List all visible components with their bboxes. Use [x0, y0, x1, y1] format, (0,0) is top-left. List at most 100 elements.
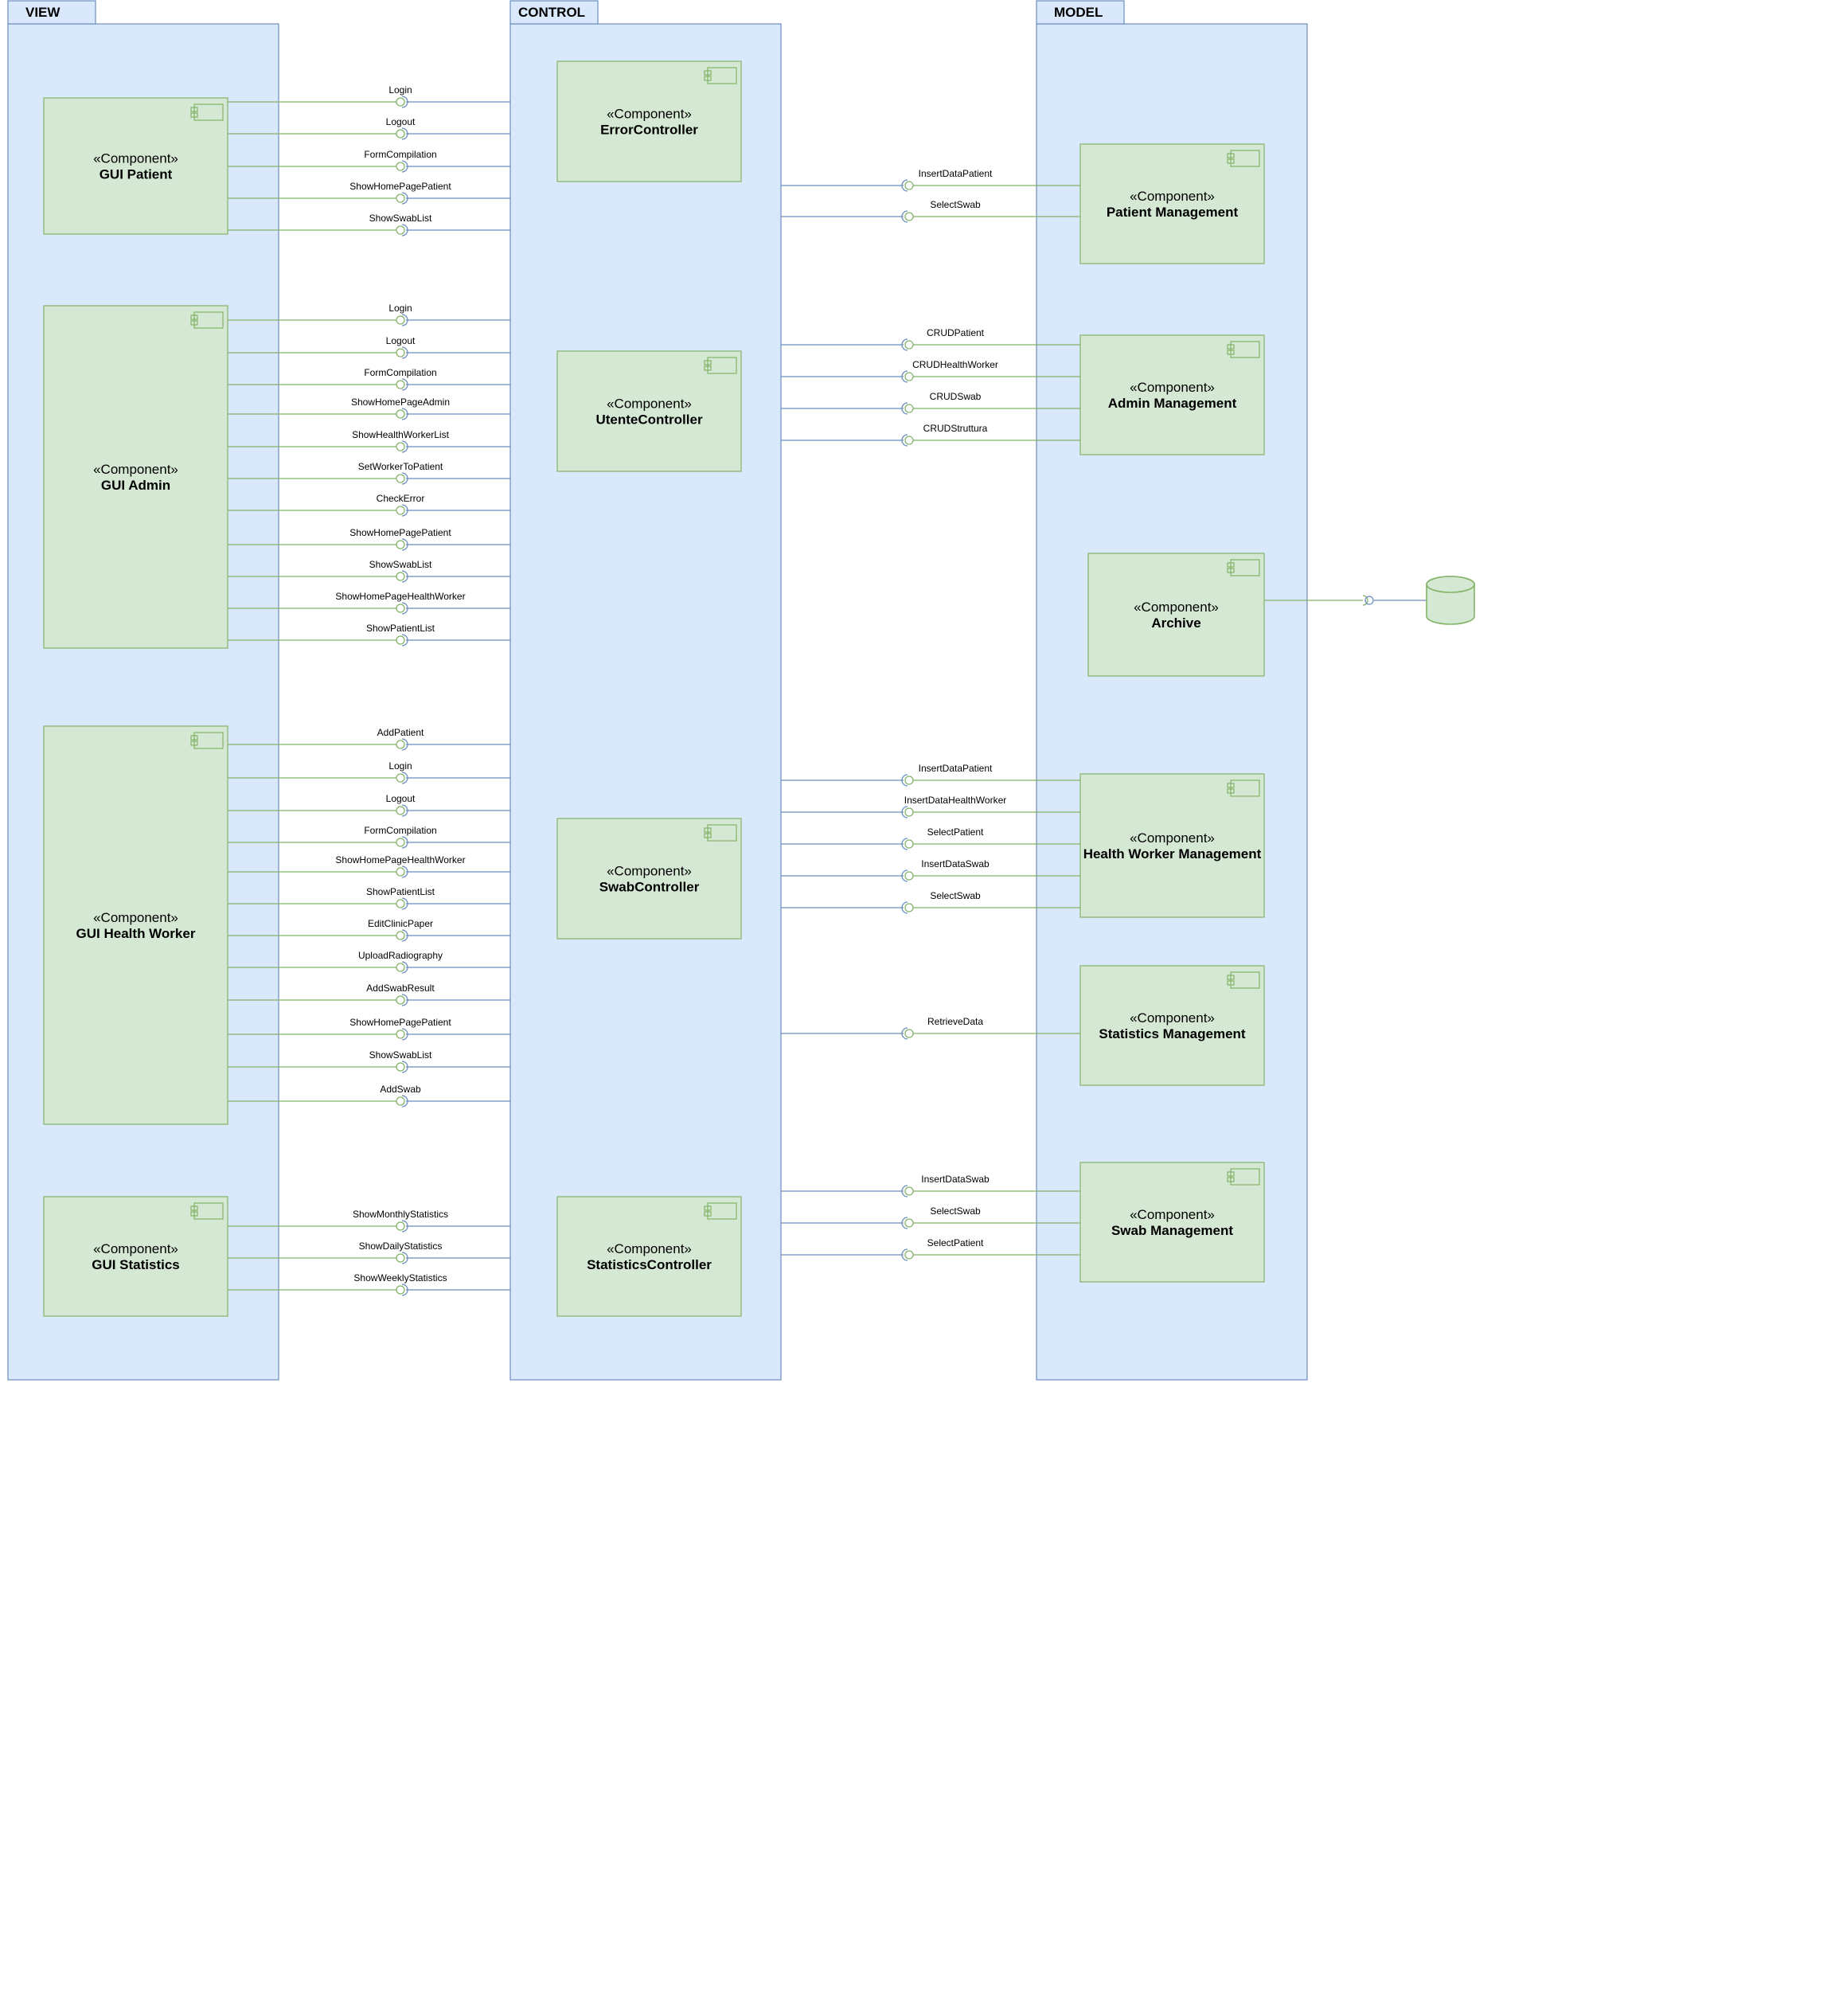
interface-connector: ShowSwabList: [228, 213, 510, 236]
component-icon: [704, 1202, 737, 1220]
interface-label: InsertDataSwab: [921, 858, 990, 869]
interface-connector: Login: [228, 760, 510, 784]
interface-label: EditClinicPaper: [368, 918, 433, 929]
package-title: VIEW: [25, 5, 61, 20]
component-icon: [1227, 341, 1260, 358]
component-statistics-management: «Component»Statistics Management: [1079, 965, 1265, 1086]
interface-label: InsertDataSwab: [921, 1174, 990, 1185]
component-health-worker-management: «Component»Health Worker Management: [1079, 773, 1265, 918]
interface-label: SelectPatient: [927, 826, 984, 838]
interface-label: AddPatient: [377, 727, 424, 738]
component-stereotype: «Component»: [1130, 830, 1215, 846]
interface-connector: AddSwabResult: [228, 983, 510, 1006]
interface-connector: ShowPatientList: [228, 623, 510, 647]
interface-label: SelectSwab: [930, 199, 981, 210]
interface-label: SelectSwab: [930, 1205, 981, 1217]
interface-connector: FormCompilation: [228, 367, 510, 391]
interface-connector: ShowWeeklyStatistics: [228, 1272, 510, 1296]
component-stereotype: «Component»: [93, 1241, 178, 1256]
component-name: Patient Management: [1107, 205, 1239, 220]
component-archive: «Component»Archive: [1087, 553, 1265, 677]
interface-label: FormCompilation: [364, 367, 436, 378]
component-swab-controller: «Component»SwabController: [556, 818, 742, 940]
components-layer: «Component»GUI Patient«Component»GUI Adm…: [43, 61, 1265, 1317]
component-name: Statistics Management: [1099, 1026, 1246, 1041]
package-title: MODEL: [1054, 5, 1103, 20]
interface-connector: ShowHomePageHealthWorker: [228, 591, 510, 615]
component-icon: [1227, 559, 1260, 576]
interface-label: ShowHomePageAdmin: [351, 397, 450, 408]
interface-label: ShowHomePageHealthWorker: [335, 854, 465, 865]
interface-connector: Logout: [228, 335, 510, 359]
component-icon: [704, 824, 737, 842]
interface-connector: CRUDHealthWorker: [781, 359, 1080, 383]
interface-connector: CRUDPatient: [781, 327, 1080, 351]
interface-label: FormCompilation: [364, 149, 436, 160]
interface-connector: SetWorkerToPatient: [228, 461, 510, 485]
component-name: ErrorController: [600, 123, 698, 138]
interface-label: ShowHomePagePatient: [349, 181, 451, 192]
component-gui-health-worker: «Component»GUI Health Worker: [43, 725, 228, 1125]
interface-connector: RetrieveData: [781, 1016, 1080, 1040]
component-icon: [190, 1202, 224, 1220]
interface-label: ShowMonthlyStatistics: [353, 1209, 448, 1220]
component-stereotype: «Component»: [93, 910, 178, 925]
interface-label: Login: [388, 303, 412, 314]
interface-connector: Login: [228, 303, 510, 326]
interface-label: SelectPatient: [927, 1237, 984, 1248]
component-name: SwabController: [599, 880, 700, 895]
interface-label: ShowHomePagePatient: [349, 1017, 451, 1028]
component-stereotype: «Component»: [93, 151, 178, 166]
interface-connector: ShowHomePagePatient: [228, 1017, 510, 1041]
component-icon: [190, 311, 224, 329]
interface-label: InsertDataPatient: [919, 763, 993, 774]
component-name: GUI Patient: [100, 167, 173, 182]
interface-label: Login: [388, 760, 412, 772]
interface-label: ShowPatientList: [366, 623, 435, 634]
component-stereotype: «Component»: [93, 462, 178, 477]
interface-connector: CRUDSwab: [781, 391, 1080, 415]
interface-connector: FormCompilation: [228, 825, 510, 849]
component-stereotype: «Component»: [607, 864, 692, 879]
interface-connector: AddSwab: [228, 1084, 510, 1108]
interface-label: ShowHealthWorkerList: [352, 429, 449, 440]
interface-label: RetrieveData: [927, 1016, 983, 1027]
component-icon: [1227, 779, 1260, 797]
interface-label: InsertDataPatient: [919, 168, 993, 179]
interface-label: ShowHomePagePatient: [349, 527, 451, 538]
component-icon: [190, 732, 224, 749]
interface-connector: InsertDataSwab: [781, 1174, 1080, 1197]
interface-connector: SelectPatient: [781, 826, 1080, 850]
interface-label: ShowPatientList: [366, 886, 435, 897]
component-name: GUI Health Worker: [76, 926, 196, 941]
package-control: CONTROL: [509, 0, 782, 1381]
interface-connector: SelectPatient: [781, 1237, 1080, 1261]
interface-connector: ShowSwabList: [228, 559, 510, 583]
component-name: StatisticsController: [587, 1257, 712, 1272]
interface-label: CRUDHealthWorker: [912, 359, 998, 370]
component-gui-admin: «Component»GUI Admin: [43, 305, 228, 649]
interface-label: ShowSwabList: [369, 1049, 432, 1061]
component-name: GUI Admin: [101, 478, 170, 493]
component-stereotype: «Component»: [1130, 380, 1215, 395]
component-swab-management: «Component»Swab Management: [1079, 1162, 1265, 1283]
interface-label: UploadRadiography: [358, 950, 443, 961]
component-icon: [1227, 971, 1260, 989]
interface-connector: AddPatient: [228, 727, 510, 751]
interface-connector: ShowHealthWorkerList: [228, 429, 510, 453]
interface-label: InsertDataHealthWorker: [904, 795, 1007, 806]
interface-connector: ShowMonthlyStatistics: [228, 1209, 510, 1233]
interface-label: SelectSwab: [930, 890, 981, 901]
component-statistics-controller: «Component»StatisticsController: [556, 1196, 742, 1317]
archive-database-link: [1264, 595, 1427, 606]
interface-label: CRUDPatient: [927, 327, 985, 338]
component-stereotype: «Component»: [607, 107, 692, 122]
component-icon: [190, 104, 224, 121]
interface-connector: Login: [228, 84, 510, 108]
interface-connector: ShowHomePageAdmin: [228, 397, 510, 420]
interface-connector: ShowHomePageHealthWorker: [228, 854, 510, 878]
component-name: UtenteController: [595, 412, 703, 428]
component-stereotype: «Component»: [1130, 1207, 1215, 1222]
component-name: Archive: [1151, 615, 1200, 631]
